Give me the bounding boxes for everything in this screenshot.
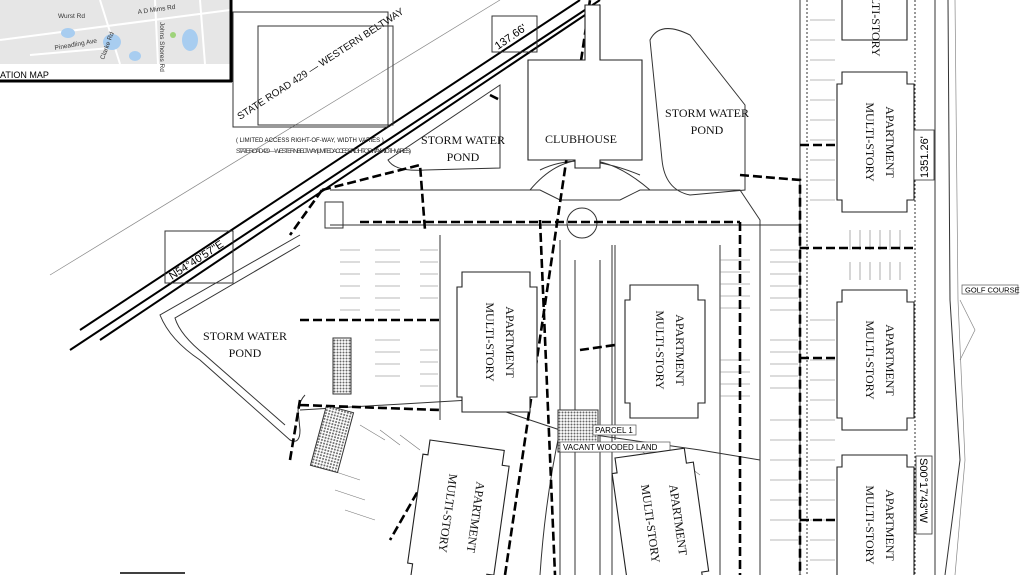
dumpster-enclosure [332,337,352,395]
apartment-building: MULTI-STORY APARTMENT [611,447,710,575]
lake-icon [103,34,121,50]
apartment-label: APARTMENT [503,306,517,378]
apartment-label: MULTI-STORY [863,485,877,565]
apartment-building: MULTI-STORY [841,0,908,57]
street-label: Wurst Rd [58,13,85,20]
parking-stalls [329,19,901,561]
apartment-building: MULTI-STORY APARTMENT [624,284,706,419]
apartment-label: APARTMENT [883,324,897,396]
apartment-label: APARTMENT [883,106,897,178]
highway-overlap-text: STATE ROAD 429 — WESTERN BELTWAY (LIMITE… [236,148,411,155]
clubhouse-building [527,4,643,169]
highway-note: ( LIMITED ACCESS RIGHT-OF-WAY, WIDTH VAR… [236,138,384,144]
pond-west-label-2: POND [229,346,262,360]
apartment-label: MULTI-STORY [483,302,497,382]
east-length-dimension: 1351.26' [919,136,931,178]
apartment-building: MULTI-STORY APARTMENT [836,71,915,213]
apartment-label: MULTI-STORY [869,0,883,57]
pond-northeast-label-1: STORM WATER [665,106,749,120]
apartment-building: MULTI-STORY APARTMENT [407,439,510,575]
lake-icon [61,28,75,38]
utility-lines [288,0,915,575]
apartment-label: APARTMENT [883,489,897,561]
apartment-label: MULTI-STORY [653,310,667,390]
street-label: Johns Shores Rd [158,22,165,72]
apartment-buildings: MULTI-STORY APARTMENT MULTI-STORY APARTM… [407,0,915,575]
lake-icon [182,29,198,51]
apartment-label: MULTI-STORY [863,102,877,182]
apartment-building: MULTI-STORY APARTMENT [836,289,915,431]
location-map-inset: Wurst Rd A D Mims Rd Pineadling Ave Clar… [0,0,233,83]
east-bearing-dimension: S00°17'43"W [917,458,929,523]
apartment-label: APARTMENT [673,314,687,386]
apartment-building: MULTI-STORY APARTMENT [836,454,915,575]
lake-icon [129,51,141,61]
parcel-label: PARCEL 1 [595,426,633,435]
golf-course-label: GOLF COURSE [965,286,1020,295]
pond-west-label-1: STORM WATER [203,329,287,343]
location-map-caption: ATION MAP [0,70,49,80]
pond-northeast-label-2: POND [691,123,724,137]
highway-name: STATE ROAD 429 — WESTERN BELTWAY [236,6,407,122]
apartment-building: MULTI-STORY APARTMENT [456,271,538,413]
clubhouse-label: CLUBHOUSE [545,132,617,146]
pond-north-label-2: POND [447,150,480,164]
apartment-label: MULTI-STORY [863,320,877,400]
mailbox-kiosk [324,201,344,229]
parcel-description: VACANT WOODED LAND [563,443,658,452]
dumpster-enclosure [309,404,355,474]
pond-north-label-1: STORM WATER [421,133,505,147]
